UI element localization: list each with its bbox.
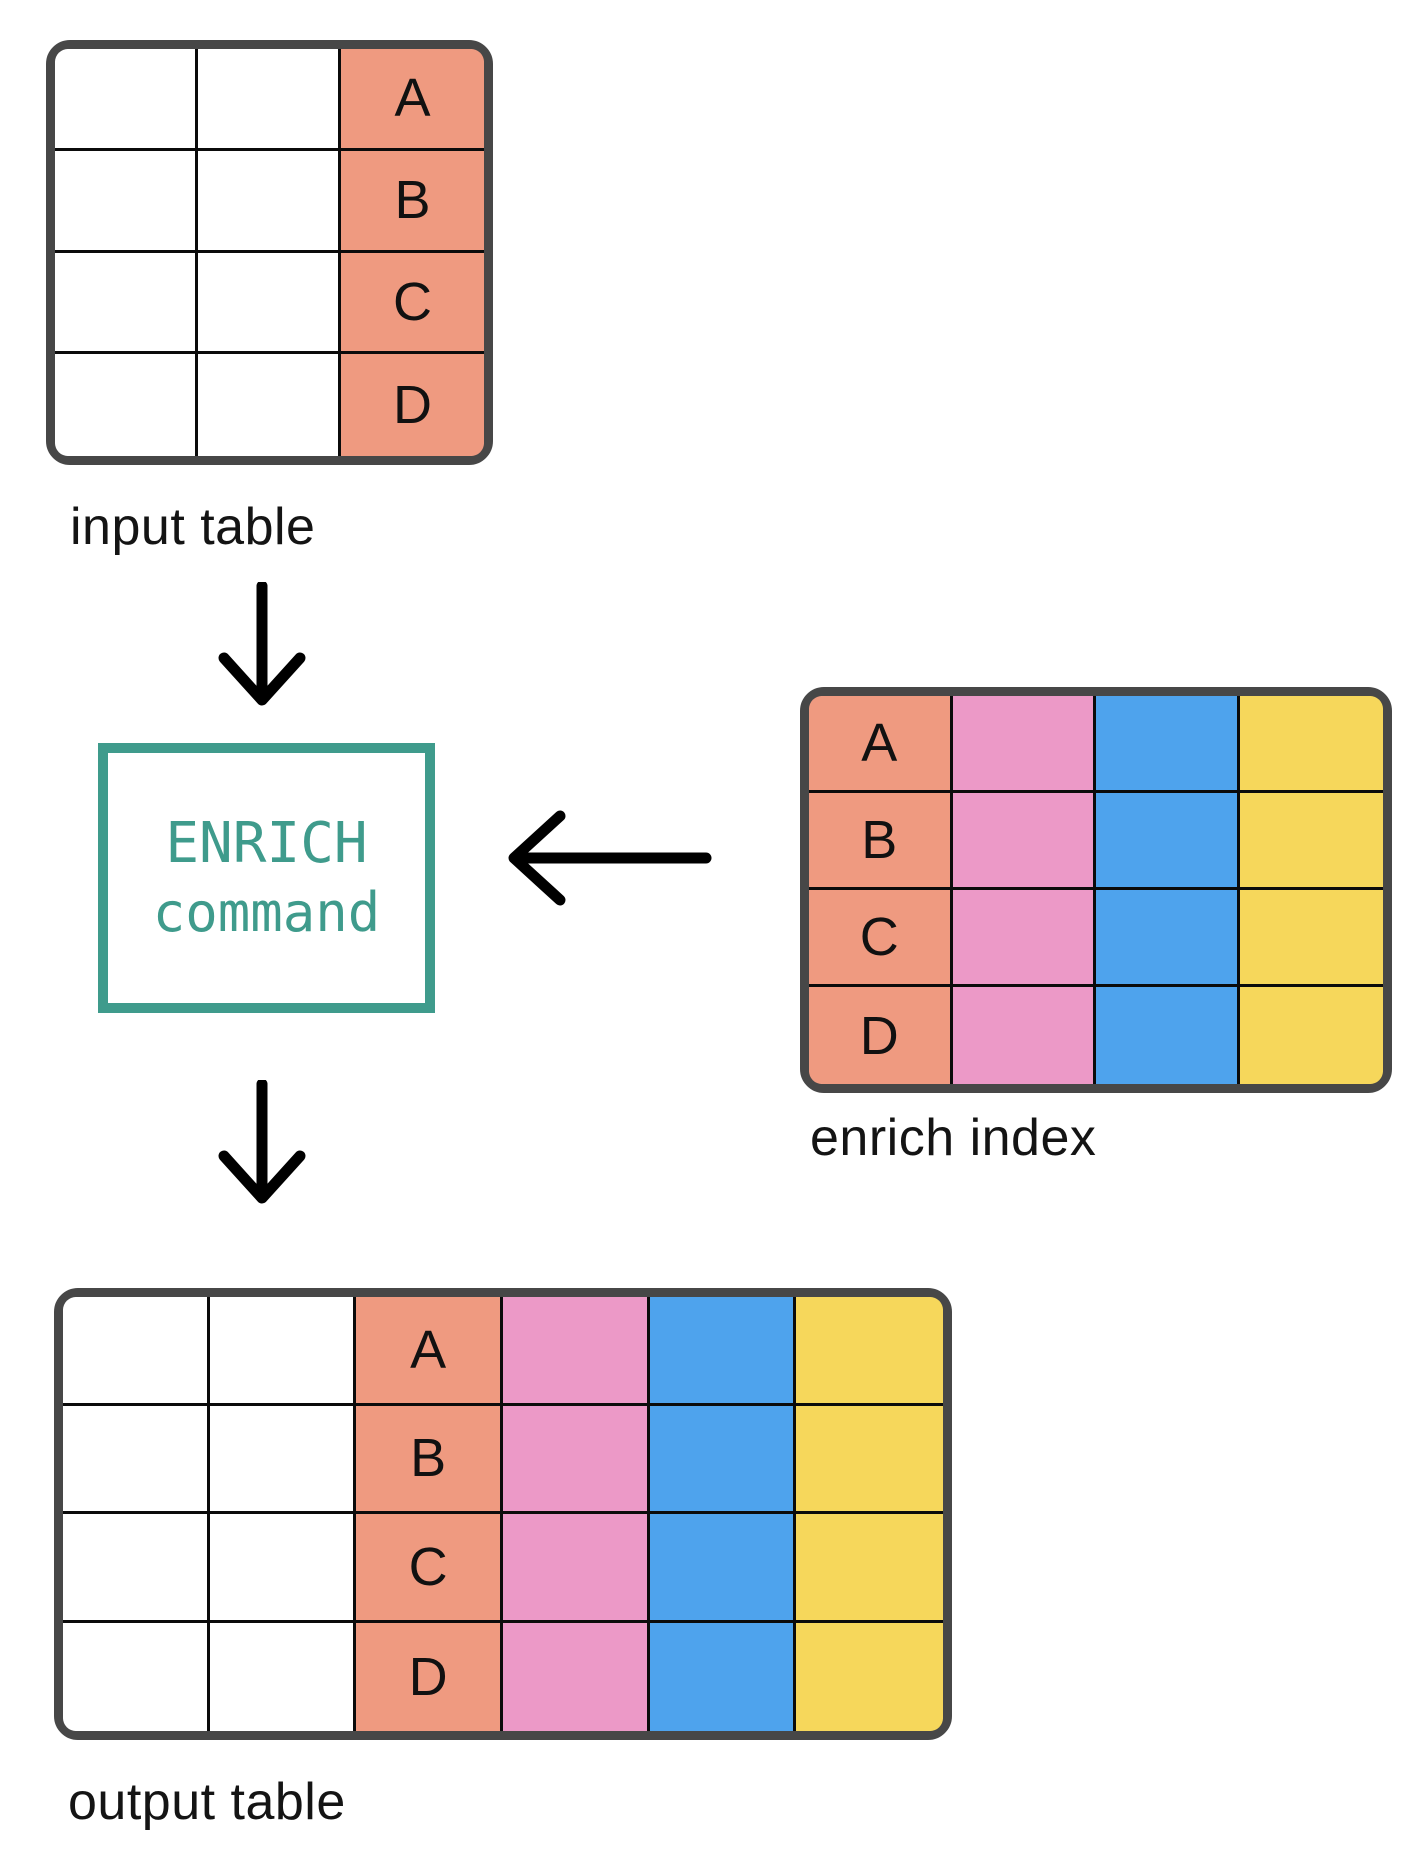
table-cell: B (809, 793, 953, 890)
enrich-command-box: ENRICH command (98, 743, 435, 1013)
table-cell (55, 354, 198, 456)
table-cell: A (356, 1297, 503, 1406)
table-cell (952, 793, 1096, 890)
table-cell (1239, 987, 1383, 1084)
table-cell: C (809, 890, 953, 987)
down-arrow-icon (218, 1080, 306, 1204)
table-cell (198, 354, 341, 456)
table-cell (1096, 987, 1240, 1084)
enrich-command-keyword: ENRICH (165, 811, 368, 876)
table-cell (503, 1622, 650, 1731)
left-arrow-icon (508, 810, 712, 906)
table-cell (198, 49, 341, 151)
table-cell (796, 1297, 943, 1406)
table-cell (63, 1622, 210, 1731)
input-table-label: input table (70, 498, 316, 556)
enrich-command-word: command (152, 881, 381, 944)
table-cell (796, 1514, 943, 1623)
table-cell (1096, 696, 1240, 793)
enrich-index-label: enrich index (810, 1109, 1097, 1167)
table-cell (503, 1514, 650, 1623)
table-cell (1239, 793, 1383, 890)
table-cell (1239, 890, 1383, 987)
table-cell (649, 1622, 797, 1731)
table-cell: D (809, 987, 953, 1084)
table-cell: C (341, 252, 484, 355)
table-cell (952, 987, 1096, 1084)
table-cell: C (356, 1514, 503, 1623)
table-cell: B (356, 1405, 503, 1514)
table-cell (55, 49, 198, 151)
table-cell (796, 1405, 943, 1514)
table-cell (649, 1297, 797, 1406)
table-cell (1239, 696, 1383, 793)
table-cell (796, 1622, 943, 1731)
table-cell (63, 1514, 210, 1623)
table-cell: B (341, 150, 484, 253)
table-cell (55, 252, 198, 355)
table-cell (952, 696, 1096, 793)
down-arrow-icon (218, 582, 306, 706)
table-cell (1096, 793, 1240, 890)
table-cell (209, 1405, 357, 1514)
table-cell (198, 150, 341, 253)
table-cell (503, 1405, 650, 1514)
table-cell (649, 1514, 797, 1623)
table-cell (649, 1405, 797, 1514)
table-cell (209, 1297, 357, 1406)
table-cell (63, 1297, 210, 1406)
table-cell: A (809, 696, 953, 793)
table-cell: D (356, 1622, 503, 1731)
table-cell (1096, 890, 1240, 987)
table-cell (198, 252, 341, 355)
table-cell (952, 890, 1096, 987)
table-cell (209, 1514, 357, 1623)
table-cell (209, 1622, 357, 1731)
table-cell: A (341, 49, 484, 151)
table-cell (63, 1405, 210, 1514)
table-cell (503, 1297, 650, 1406)
output-table-label: output table (68, 1773, 346, 1831)
table-cell (55, 150, 198, 253)
table-cell: D (341, 354, 484, 456)
